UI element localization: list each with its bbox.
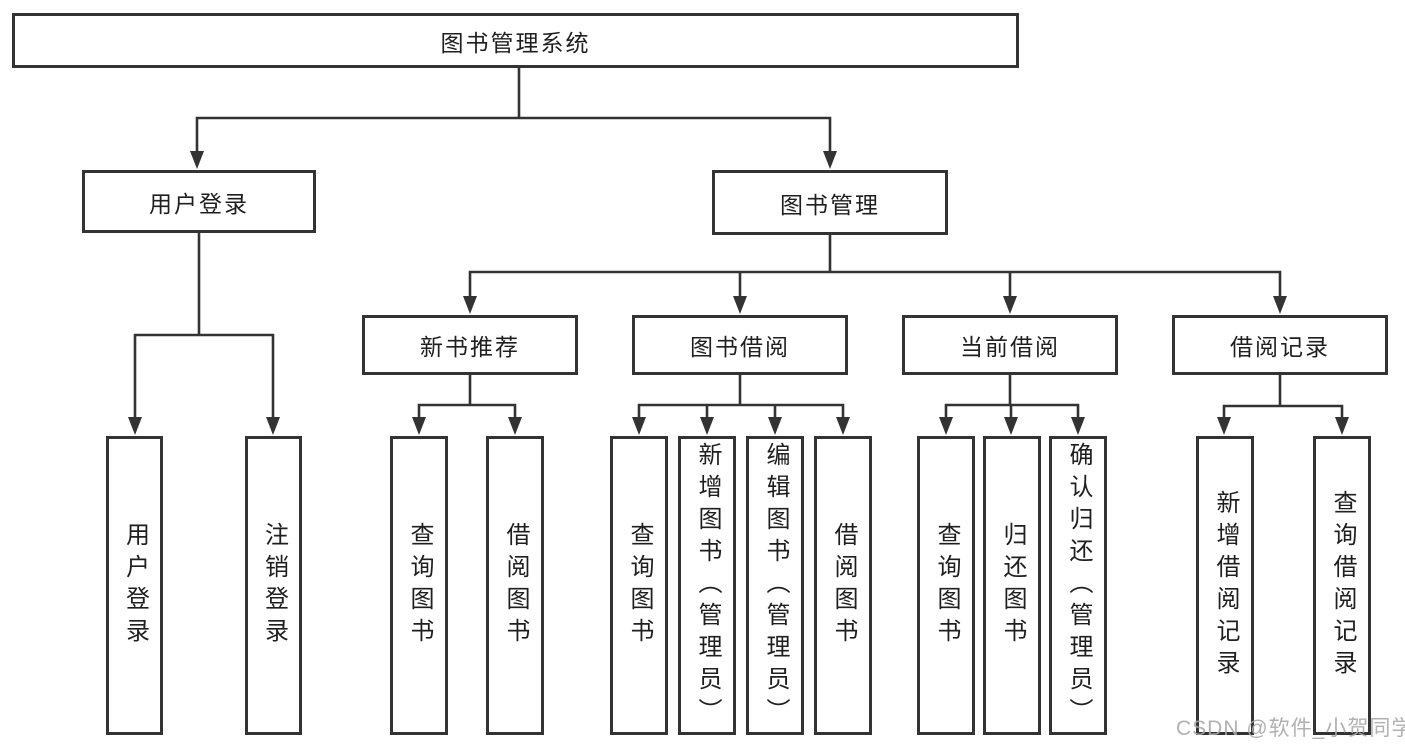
connector-root <box>195 68 832 153</box>
connector-book-mgmt <box>468 235 1282 298</box>
node-label: 借阅记录 <box>1230 334 1330 360</box>
connector-current-borrow <box>944 375 1080 419</box>
node-label: 确认归还（管理员） <box>1065 441 1092 730</box>
arrow-icon <box>823 151 837 169</box>
node-bb-edit-books-admin: 编辑图书（管理员） <box>746 436 804 735</box>
node-label: 图书管理系统 <box>440 29 591 56</box>
node-borrowing-records: 借阅记录 <box>1172 315 1388 375</box>
node-label: 当前借阅 <box>960 334 1060 360</box>
node-label: 图书管理 <box>780 191 880 218</box>
node-rec-query-books: 查询图书 <box>390 436 448 735</box>
arrow-icon <box>1004 417 1018 435</box>
arrow-icon <box>836 417 850 435</box>
arrow-icon <box>1217 417 1231 435</box>
arrowheads <box>128 151 1349 435</box>
node-logout: 注销登录 <box>245 436 302 735</box>
node-label: 新增借阅记录 <box>1212 489 1239 682</box>
node-bb-borrow-books: 借阅图书 <box>814 436 872 735</box>
node-bb-query-books: 查询图书 <box>610 436 668 735</box>
arrow-icon <box>768 417 782 435</box>
arrow-icon <box>700 417 714 435</box>
node-label: 查询图书 <box>933 521 960 650</box>
node-user-login-leaf: 用户登录 <box>106 436 163 735</box>
connector-borrow-records <box>1222 375 1344 419</box>
arrow-icon <box>412 417 426 435</box>
node-label: 用户登录 <box>149 190 249 217</box>
connector-user-login <box>133 233 275 419</box>
node-root-library-system: 图书管理系统 <box>12 13 1019 68</box>
arrow-icon <box>733 296 747 314</box>
csdn-watermark: CSDN @软件_小贺同学 <box>1176 717 1405 740</box>
connector-book-borrow <box>637 375 845 419</box>
node-label: 注销登录 <box>260 521 288 650</box>
connector-new-book-rec <box>417 375 517 419</box>
node-rec-borrow-books: 借阅图书 <box>486 436 544 735</box>
node-bb-add-books-admin: 新增图书（管理员） <box>678 436 736 735</box>
node-label: 图书借阅 <box>690 334 790 360</box>
node-label: 查询图书 <box>626 521 653 650</box>
arrow-icon <box>266 417 280 435</box>
node-label: 查询图书 <box>406 521 433 650</box>
arrow-icon <box>190 151 204 169</box>
arrow-icon <box>1335 417 1349 435</box>
node-label: 借阅图书 <box>830 521 857 650</box>
node-cb-confirm-return-admin: 确认归还（管理员） <box>1049 436 1107 735</box>
arrow-icon <box>1273 296 1287 314</box>
arrow-icon <box>632 417 646 435</box>
node-book-management: 图书管理 <box>712 170 948 235</box>
node-label: 归还图书 <box>999 521 1026 650</box>
node-br-query-record: 查询借阅记录 <box>1313 436 1371 735</box>
node-br-add-record: 新增借阅记录 <box>1196 436 1254 735</box>
node-cb-query-books: 查询图书 <box>917 436 975 735</box>
node-user-login: 用户登录 <box>82 170 316 233</box>
node-label: 用户登录 <box>121 521 149 650</box>
arrow-icon <box>128 417 142 435</box>
arrow-icon <box>1071 417 1085 435</box>
arrow-icon <box>508 417 522 435</box>
node-label: 借阅图书 <box>502 521 529 650</box>
arrow-icon <box>463 296 477 314</box>
node-new-book-recommend: 新书推荐 <box>362 315 578 375</box>
arrow-icon <box>1003 296 1017 314</box>
node-current-borrowing: 当前借阅 <box>902 315 1118 375</box>
node-cb-return-books: 归还图书 <box>983 436 1041 735</box>
node-label: 编辑图书（管理员） <box>762 441 789 730</box>
node-label: 查询借阅记录 <box>1329 489 1356 682</box>
arrow-icon <box>939 417 953 435</box>
node-label: 新增图书（管理员） <box>694 441 721 730</box>
node-book-borrowing: 图书借阅 <box>632 315 848 375</box>
node-label: 新书推荐 <box>420 334 520 360</box>
